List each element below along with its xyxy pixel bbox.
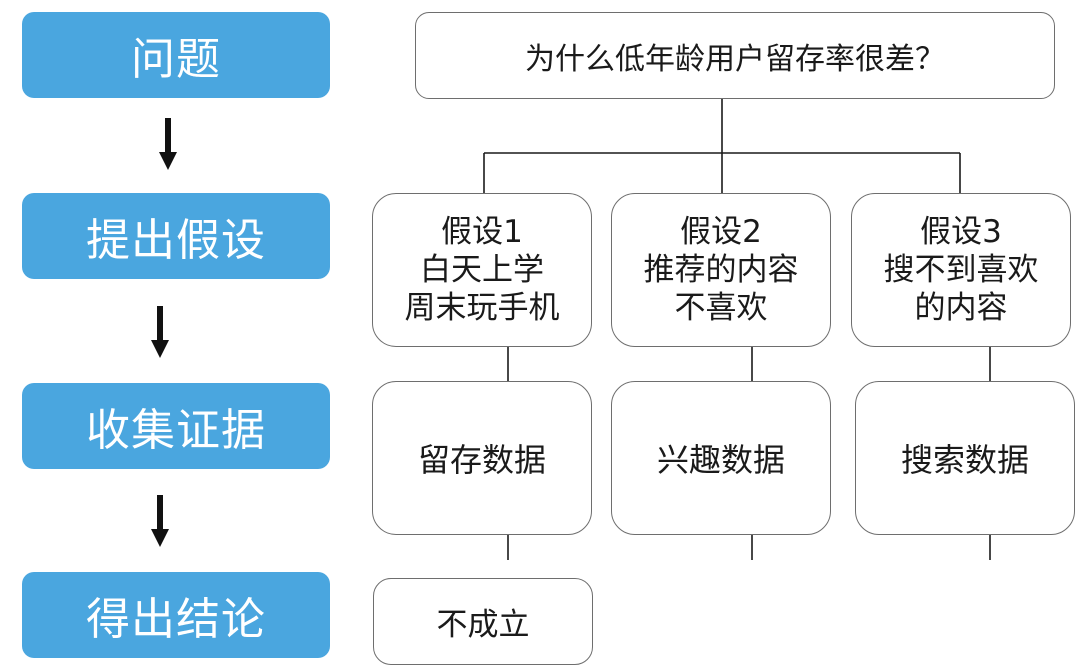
evidence-box-1: 留存数据 [372, 381, 592, 535]
hypothesis-title: 假设3 [920, 214, 1002, 250]
step-conclusion: 得出结论 [22, 572, 330, 658]
step-evidence-label: 收集证据 [86, 405, 266, 456]
arrow-down-icon [159, 118, 177, 170]
step-problem-label: 问题 [131, 34, 221, 85]
hypothesis-box-1: 假设1 白天上学 周末玩手机 [372, 193, 592, 347]
hypothesis-box-3: 假设3 搜不到喜欢 的内容 [851, 193, 1071, 347]
step-evidence: 收集证据 [22, 383, 330, 469]
hypothesis-line: 搜不到喜欢 [883, 252, 1039, 288]
evidence-text: 留存数据 [417, 441, 546, 479]
evidence-box-3: 搜索数据 [855, 381, 1075, 535]
step-conclusion-label: 得出结论 [86, 594, 266, 645]
evidence-text: 搜索数据 [900, 441, 1029, 479]
hypothesis-line: 推荐的内容 [643, 252, 799, 288]
step-hypothesis: 提出假设 [22, 193, 330, 279]
hypothesis-line: 白天上学 [420, 252, 544, 288]
evidence-box-2: 兴趣数据 [611, 381, 831, 535]
arrow-down-icon [151, 495, 169, 547]
question-text: 为什么低年龄用户留存率很差？ [525, 41, 945, 77]
step-hypothesis-label: 提出假设 [86, 215, 266, 266]
hypothesis-title: 假设2 [680, 214, 762, 250]
conclusion-box-1: 不成立 [373, 578, 593, 665]
step-problem: 问题 [22, 12, 330, 98]
hypothesis-line: 不喜欢 [674, 290, 768, 326]
hypothesis-title: 假设1 [441, 214, 523, 250]
evidence-text: 兴趣数据 [656, 441, 785, 479]
question-box: 为什么低年龄用户留存率很差？ [415, 12, 1055, 99]
hypothesis-box-2: 假设2 推荐的内容 不喜欢 [611, 193, 831, 347]
hypothesis-line: 周末玩手机 [404, 290, 560, 326]
conclusion-text: 不成立 [436, 607, 530, 643]
arrow-down-icon [151, 306, 169, 358]
hypothesis-line: 的内容 [914, 290, 1008, 326]
